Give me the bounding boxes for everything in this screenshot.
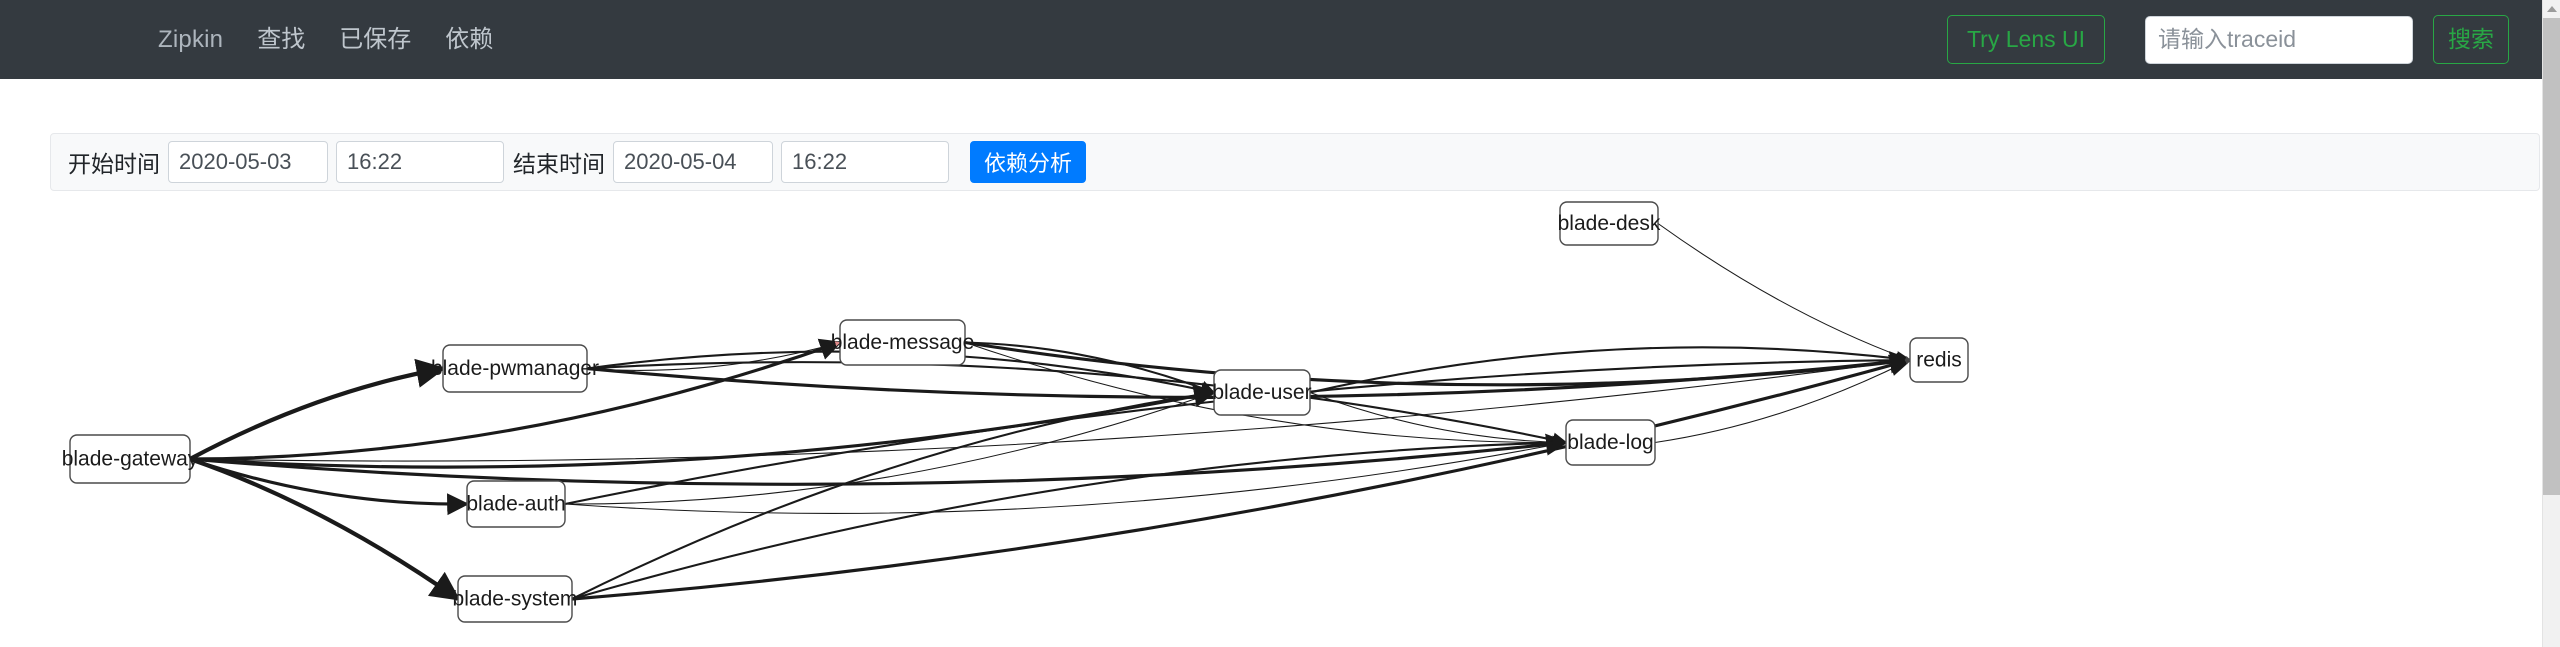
graph-edge-layer (189, 223, 1913, 601)
graph-edge[interactable] (1657, 223, 1911, 361)
graph-node-blade-auth[interactable]: blade-auth (466, 480, 566, 528)
graph-node-blade-log[interactable]: blade-log (1565, 419, 1656, 466)
graph-edge[interactable] (964, 340, 1913, 387)
graph-edge[interactable] (189, 358, 446, 461)
graph-node-blade-desk[interactable]: blade-desk (1558, 201, 1661, 246)
top-navigation-bar: Zipkin 查找 已保存 依赖 Try Lens UI 搜索 (0, 0, 2542, 79)
graph-node-label: blade-log (1567, 431, 1653, 454)
try-lens-ui-button[interactable]: Try Lens UI (1946, 15, 2105, 64)
graph-node-label: blade-auth (466, 493, 565, 516)
graph-edge[interactable] (1309, 392, 1567, 446)
start-date-input[interactable] (168, 141, 328, 183)
end-time-label: 结束时间 (513, 151, 605, 177)
graph-node-box (1565, 419, 1656, 466)
graph-node-label: blade-pwmanager (431, 357, 599, 380)
graph-edge[interactable] (964, 342, 1567, 446)
graph-node-label: redis (1916, 349, 1962, 372)
dependency-graph-canvas[interactable]: blade-gateway blade-pwmanager blade-messag… (0, 192, 2542, 647)
dependency-graph-svg: blade-gateway blade-pwmanager blade-messag… (62, 201, 1969, 623)
nav-link-dependencies[interactable]: 依赖 (445, 25, 494, 53)
graph-node-label: blade-user (1212, 381, 1311, 404)
graph-node-label: blade-gateway (62, 448, 199, 471)
nav-link-find[interactable]: 查找 (257, 25, 306, 53)
graph-node-box (1559, 201, 1659, 246)
scrollbar-thumb[interactable] (2543, 18, 2560, 495)
graph-edge[interactable] (189, 433, 1569, 486)
end-time-input[interactable] (781, 141, 949, 183)
graph-node-box (1213, 369, 1311, 416)
graph-node-blade-gateway[interactable]: blade-gateway (62, 434, 199, 484)
graph-node-box (839, 319, 966, 366)
analyze-dependencies-button[interactable]: 依赖分析 (970, 141, 1087, 183)
graph-node-label: blade-message (831, 331, 975, 354)
brand-logo-zipkin[interactable]: Zipkin (158, 25, 224, 53)
graph-node-redis[interactable]: redis (1909, 337, 1969, 383)
graph-edge[interactable] (1309, 346, 1912, 394)
graph-edge[interactable] (564, 391, 1215, 505)
graph-edge[interactable] (189, 338, 843, 461)
graph-edge[interactable] (571, 435, 1568, 601)
graph-node-box (1909, 337, 1969, 383)
graph-node-label: blade-desk (1558, 212, 1661, 235)
graph-node-box (466, 480, 566, 528)
scroll-up-arrow-icon[interactable] (2543, 0, 2560, 18)
graph-edge[interactable] (1654, 359, 1911, 444)
vertical-scrollbar[interactable] (2542, 0, 2560, 647)
graph-edge[interactable] (571, 387, 1216, 600)
time-range-filter-bar: 开始时间 结束时间 依赖分析 (50, 133, 2540, 191)
graph-node-box (442, 344, 588, 393)
graph-node-blade-user[interactable]: blade-user (1212, 369, 1312, 416)
graph-edge[interactable] (571, 354, 1913, 601)
graph-node-blade-pwmanager[interactable]: blade-pwmanager (431, 344, 599, 393)
graph-edge[interactable] (586, 361, 1568, 447)
graph-node-blade-system[interactable]: blade-system (453, 575, 578, 623)
start-time-input[interactable] (336, 141, 504, 183)
graph-node-layer: blade-gateway blade-pwmanager blade-messag… (62, 201, 1969, 623)
graph-edge[interactable] (964, 341, 1216, 395)
graph-edge[interactable] (189, 457, 461, 601)
graph-node-blade-message[interactable]: blade-message (831, 319, 975, 366)
graph-node-label: blade-system (453, 588, 578, 611)
traceid-search-input[interactable] (2145, 15, 2413, 64)
end-date-input[interactable] (613, 141, 773, 183)
graph-node-box (457, 575, 573, 623)
graph-edge[interactable] (189, 385, 1217, 469)
graph-node-box (69, 434, 191, 484)
start-time-label: 开始时间 (68, 151, 160, 177)
search-button[interactable]: 搜索 (2433, 15, 2509, 64)
graph-edge[interactable] (564, 440, 1567, 514)
nav-link-saved[interactable]: 已保存 (339, 25, 412, 53)
